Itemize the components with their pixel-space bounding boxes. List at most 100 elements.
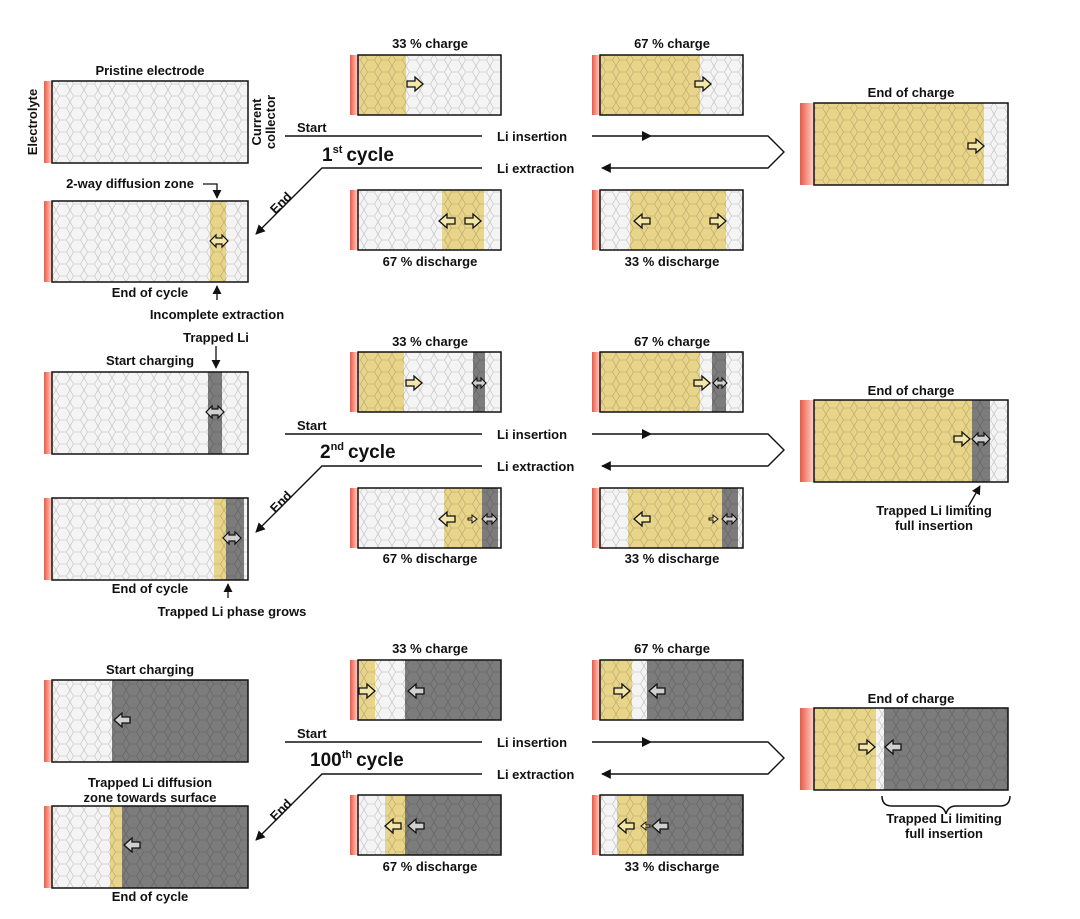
label-trapped-li: Trapped Li [183, 330, 249, 345]
double-arrow-icon [205, 404, 225, 420]
label-c100-end-of-charge: End of charge [868, 691, 955, 706]
electrode-c1-discharge-67 [350, 189, 502, 251]
arrow-left-icon [438, 510, 456, 528]
label-trapped-grows: Trapped Li phase grows [158, 604, 307, 619]
arrow-right-icon [858, 738, 876, 756]
cycle-1: Pristine electrode Electrolyte Current c… [25, 36, 1009, 322]
electrode-c2-discharge-67 [350, 487, 502, 549]
electrode-c2-charge-33 [350, 351, 502, 413]
electrode-c2-end-charge [800, 399, 1009, 483]
label-c2-33-discharge: 33 % discharge [625, 551, 720, 566]
arrow-left-icon [407, 817, 425, 835]
arrow-left-icon [438, 212, 456, 230]
label-c2-trapped-limiting-1: Trapped Li limiting [876, 503, 992, 518]
label-current-collector-2: collector [263, 95, 278, 149]
electrode-c1-discharge-33 [592, 189, 744, 251]
cycle-2: Trapped Li Start charging 33 % charge 6 [44, 330, 1009, 619]
label-c1-end-of-cycle: End of cycle [112, 285, 189, 300]
label-c100-li-insertion: Li insertion [497, 735, 567, 750]
electrolyte-strip [44, 81, 52, 163]
arrow-right-icon [613, 682, 631, 700]
arrow-right-icon [953, 430, 971, 448]
arrow-left-icon [884, 738, 902, 756]
electrode-c2-charge-67 [592, 351, 744, 413]
label-c1-33-discharge: 33 % discharge [625, 254, 720, 269]
double-arrow-icon [471, 376, 487, 390]
arrow-left-icon [617, 817, 635, 835]
electrode-c2-end-cycle [44, 497, 249, 581]
bracket-icon [881, 795, 1011, 815]
label-c2-67-discharge: 67 % discharge [383, 551, 478, 566]
label-c2-end-of-charge: End of charge [868, 383, 955, 398]
label-c1-start: Start [297, 120, 327, 135]
cycle-100: Start charging 33 % charge 67 % charge [44, 641, 1011, 904]
arrow-left-icon [407, 682, 425, 700]
label-c2-end: End [267, 488, 295, 516]
label-c2-start-charging: Start charging [106, 353, 194, 368]
electrode-pristine [44, 80, 249, 164]
arrow-right-icon [406, 75, 424, 93]
arrow-right-small-icon [467, 513, 478, 525]
label-c100-start-charging: Start charging [106, 662, 194, 677]
label-c1-end: End [267, 189, 295, 217]
double-arrow-icon [971, 431, 991, 447]
label-c100-li-extraction: Li extraction [497, 767, 574, 782]
arrow-left-icon [633, 212, 651, 230]
arrow-right-icon [694, 75, 712, 93]
label-c100-start: Start [297, 726, 327, 741]
arrow-left-small-icon [640, 820, 651, 832]
label-pristine-electrode: Pristine electrode [95, 63, 204, 78]
double-arrow-icon [222, 530, 242, 546]
electrode-c100-end-charge [800, 707, 1009, 791]
electrode-c1-end-charge [800, 102, 1009, 186]
electrode-c1-charge-33 [350, 54, 502, 116]
electrode-c100-start [44, 679, 249, 763]
label-trapped-zone-2: zone towards surface [84, 790, 217, 805]
electrode-c2-start [44, 371, 249, 455]
label-c1-li-insertion: Li insertion [497, 129, 567, 144]
label-electrolyte: Electrolyte [25, 89, 40, 155]
arrow-left-icon [651, 817, 669, 835]
label-c100-33-discharge: 33 % discharge [625, 859, 720, 874]
label-c1-67-charge: 67 % charge [634, 36, 710, 51]
label-c100-67-discharge: 67 % discharge [383, 859, 478, 874]
double-arrow-icon [721, 512, 738, 526]
electrode-outline [51, 80, 249, 164]
arrow-right-small-icon [708, 513, 719, 525]
arrow-right-icon [464, 212, 482, 230]
label-c1-li-extraction: Li extraction [497, 161, 574, 176]
electrode-c100-end-cycle [44, 805, 249, 889]
arrow-left-icon [384, 817, 402, 835]
electrode-c2-discharge-33 [592, 487, 744, 549]
label-c1-67-discharge: 67 % discharge [383, 254, 478, 269]
label-c100-67-charge: 67 % charge [634, 641, 710, 656]
arrow-left-icon [123, 836, 141, 854]
double-arrow-icon [712, 376, 728, 390]
electrode-c1-charge-67 [592, 54, 744, 116]
label-c100-end: End [267, 796, 295, 824]
label-c100-33-charge: 33 % charge [392, 641, 468, 656]
label-c100-end-of-cycle: End of cycle [112, 889, 189, 904]
label-incomplete-extraction: Incomplete extraction [150, 307, 284, 322]
label-c2-end-of-cycle: End of cycle [112, 581, 189, 596]
label-c2-33-charge: 33 % charge [392, 334, 468, 349]
arrow-left-icon [113, 711, 131, 729]
electrode-c1-end-cycle [44, 200, 249, 283]
double-arrow-icon [209, 233, 229, 249]
label-two-way-zone: 2-way diffusion zone [66, 176, 194, 191]
label-trapped-zone-1: Trapped Li diffusion [88, 775, 212, 790]
double-arrow-icon [481, 512, 498, 526]
electrode-c100-charge-33 [350, 659, 502, 721]
arrow-left-icon [633, 510, 651, 528]
electrode-c100-discharge-33 [592, 794, 744, 856]
arrow-right-icon [358, 682, 376, 700]
arrow-right-icon [709, 212, 727, 230]
label-c2-start: Start [297, 418, 327, 433]
label-c100-trapped-limiting-2: full insertion [905, 826, 983, 841]
label-c1-end-of-charge: End of charge [868, 85, 955, 100]
